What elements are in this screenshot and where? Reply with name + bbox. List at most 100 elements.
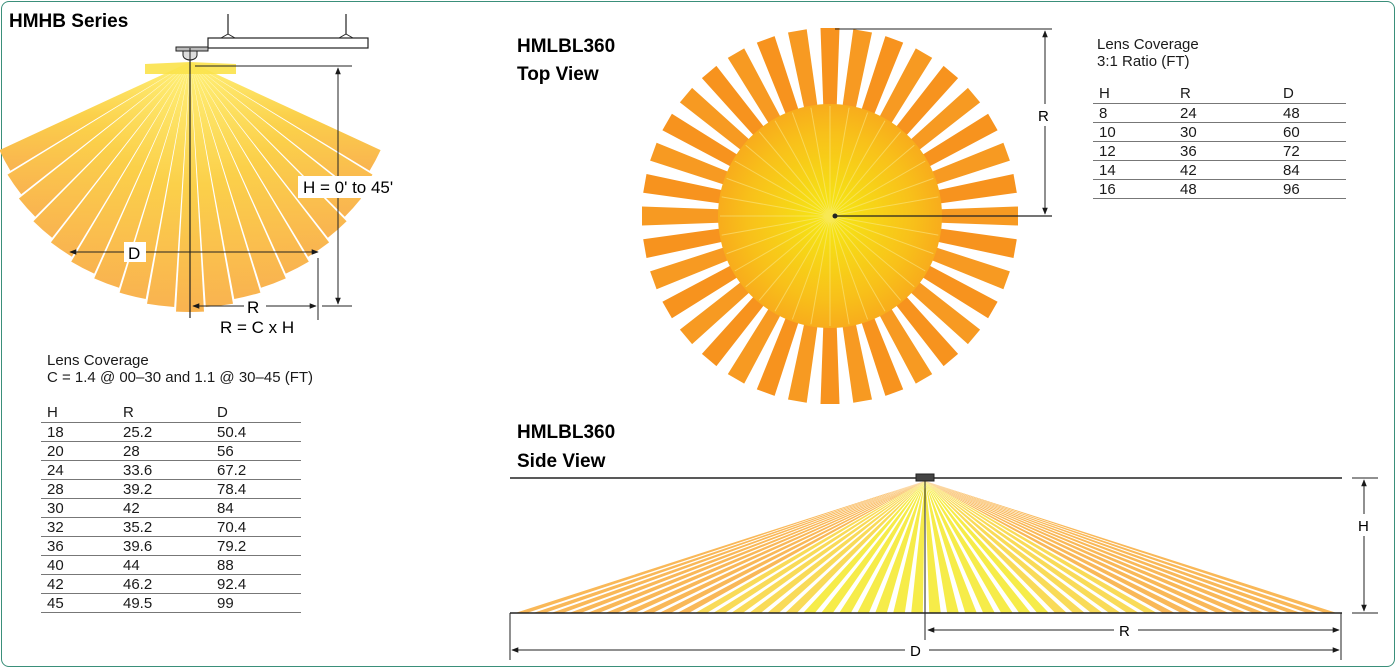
starburst-ray: [788, 29, 821, 129]
starburst-line: [726, 177, 831, 217]
table-cell: 67.2: [211, 460, 301, 480]
table-cell: 28: [117, 441, 211, 461]
table-cell: 84: [1277, 160, 1346, 180]
table-cell: 36: [41, 536, 117, 556]
table-cell: 28: [41, 479, 117, 499]
starburst-line: [829, 215, 850, 325]
hmlbl-caption-line1: Lens Coverage: [1097, 36, 1199, 53]
side-view-title-line1: HMLBL360: [517, 422, 615, 443]
hmlbl-table-caption: Lens Coverage 3:1 Ratio (FT): [1097, 36, 1199, 70]
side-view-title-line2: Side View: [517, 451, 606, 472]
table-cell: 45: [41, 593, 117, 613]
hmhb-r-dimension: [192, 258, 319, 320]
side-beam-ray: [857, 481, 925, 613]
starburst-line: [791, 215, 831, 320]
starburst-ray: [679, 269, 765, 345]
table-cell: 25.2: [117, 422, 211, 442]
hmhb-caption-line2: C = 1.4 @ 00–30 and 1.1 @ 30–45 (FT): [47, 369, 314, 386]
side-beam-ray: [925, 481, 1283, 613]
starburst-ray: [727, 48, 791, 142]
side-beam-ray: [785, 481, 925, 613]
starburst-ray: [895, 269, 981, 345]
starburst-line: [829, 160, 926, 217]
side-beam-ray: [925, 481, 1103, 613]
column-header: H: [1093, 84, 1174, 104]
starburst-ray: [883, 281, 959, 367]
beam-ray: [190, 62, 330, 257]
beam-ray: [119, 62, 190, 299]
table-cell: 48: [1277, 103, 1346, 123]
hmlbl-caption-line2: 3:1 Ratio (FT): [1097, 53, 1190, 70]
starburst-line: [810, 215, 831, 325]
side-beam-ray: [623, 481, 925, 613]
top-view-title-line2: Top View: [517, 64, 599, 85]
table-cell: 92.4: [211, 574, 301, 594]
hmhb-height-dimension: [195, 65, 428, 307]
side-beam-ray: [803, 481, 925, 613]
starburst-ray: [662, 113, 756, 177]
side-beam-ray: [925, 481, 1211, 613]
table-cell: 36: [1174, 141, 1277, 161]
top-view-r-dimension: [832, 28, 1054, 219]
table-cell: 16: [1093, 179, 1174, 199]
starburst-ray: [855, 36, 904, 134]
side-beam-ray: [925, 481, 1085, 613]
side-beam-ray: [925, 481, 1319, 613]
table-cell: 35.2: [117, 517, 211, 537]
table-cell: 46.2: [117, 574, 211, 594]
table-cell: 78.4: [211, 479, 301, 499]
side-beam-ray: [925, 481, 1301, 613]
starburst-ray: [895, 87, 981, 163]
starburst-line: [829, 215, 934, 255]
beam-ray: [18, 62, 191, 217]
side-beam-ray: [533, 481, 925, 613]
table-cell: 20: [41, 441, 117, 461]
starburst-line: [829, 215, 902, 301]
beam-ray: [147, 62, 190, 307]
side-beam-ray: [767, 481, 925, 613]
starburst-ray: [855, 298, 904, 396]
table-cell: 24: [41, 460, 117, 480]
starburst-line: [829, 215, 869, 320]
side-beam-ray: [821, 481, 925, 613]
table-cell: 10: [1093, 122, 1174, 142]
starburst-line: [829, 215, 886, 312]
starburst-ray: [820, 28, 840, 126]
column-header: R: [1174, 84, 1277, 104]
column-header: D: [1277, 84, 1346, 104]
table-cell: 32: [41, 517, 117, 537]
beam-ray: [190, 62, 373, 195]
side-view-fixture: [915, 473, 935, 482]
hmhb-beam-fan: [0, 62, 381, 312]
starburst-ray: [756, 298, 805, 396]
starburst-line: [791, 112, 831, 217]
table-cell: 39.2: [117, 479, 211, 499]
table-cell: 42: [117, 498, 211, 518]
starburst-ray: [642, 206, 740, 226]
side-beam-ray: [659, 481, 925, 613]
table-cell: 12: [1093, 141, 1174, 161]
beam-ray: [190, 62, 309, 274]
starburst-line: [758, 131, 831, 217]
side-beam-ray: [551, 481, 925, 613]
starburst-line: [829, 215, 915, 288]
table-cell: 84: [211, 498, 301, 518]
starburst-ray: [820, 306, 840, 404]
side-beam-ray: [713, 481, 925, 613]
starburst-line: [829, 131, 902, 217]
table-cell: 39.6: [117, 536, 211, 556]
starburst-ray: [904, 113, 998, 177]
starburst-ray: [679, 87, 765, 163]
starburst-ray: [643, 225, 743, 258]
beam-ray: [190, 62, 381, 171]
